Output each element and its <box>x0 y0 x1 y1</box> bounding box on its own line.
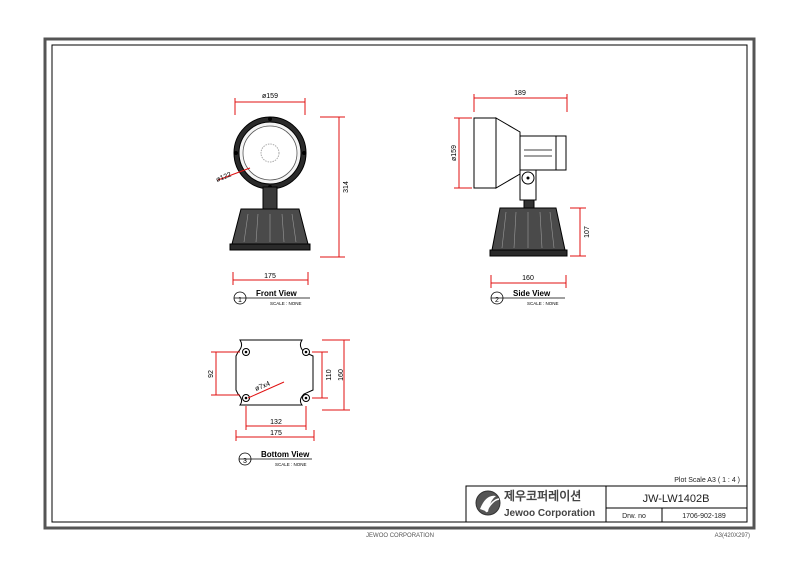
drawing-number-label: Drw. no <box>622 513 646 520</box>
footer-paper-size: A3(420X297) <box>715 533 750 539</box>
front-view-drawing <box>229 116 311 251</box>
side-dia-label: ø159 <box>451 145 458 161</box>
bottom-left-height-label: 92 <box>208 370 215 378</box>
side-view-number: 2 <box>495 297 499 304</box>
side-base-width-label: 160 <box>522 275 534 282</box>
front-dia-top-label: ø159 <box>262 93 278 100</box>
bottom-view-number: 3 <box>243 458 247 465</box>
side-view-drawing <box>473 117 568 257</box>
outer-border <box>43 37 756 530</box>
front-view-dimensions <box>217 98 345 285</box>
front-base-width-label: 175 <box>264 273 276 280</box>
side-view-caption <box>490 291 565 305</box>
model-number: JW-LW1402B <box>643 493 710 505</box>
bottom-view-scale: SCALE : NONE <box>275 462 307 467</box>
footer-company: JEWOO CORPORATION <box>366 533 434 539</box>
front-dia-lens-label: ø122 <box>215 171 233 184</box>
drawing-number: 1706-902-189 <box>682 513 726 520</box>
bottom-inner-width-label: 132 <box>270 419 282 426</box>
bottom-view-drawing <box>235 339 314 406</box>
front-view-number: 1 <box>238 297 242 304</box>
side-view-scale: SCALE : NONE <box>527 301 559 306</box>
bottom-outer-width-label: 175 <box>270 430 282 437</box>
title-block <box>465 485 748 523</box>
plot-scale: Plot Scale A3 ( 1 : 4 ) <box>674 477 740 484</box>
bottom-inner-height-label: 110 <box>326 369 333 380</box>
front-view-caption <box>233 291 310 305</box>
bottom-outer-height-label: 160 <box>338 369 345 381</box>
jewoo-logo-icon <box>475 490 501 516</box>
company-name-korean: 제우코퍼레이션 <box>504 488 581 503</box>
side-view-dimensions <box>454 94 586 288</box>
bottom-view-caption <box>238 452 312 466</box>
side-view-title: Side View <box>513 289 551 298</box>
bottom-view-title: Bottom View <box>261 450 310 459</box>
front-view-scale: SCALE : NONE <box>270 301 302 306</box>
front-height-label: 314 <box>343 181 350 193</box>
front-view-title: Front View <box>256 289 298 298</box>
side-base-height-label: 107 <box>584 226 591 238</box>
side-length-label: 189 <box>514 90 526 97</box>
bottom-view-dimensions <box>211 339 350 441</box>
company-name-english: Jewoo Corporation <box>504 508 595 519</box>
inner-border <box>51 44 748 523</box>
